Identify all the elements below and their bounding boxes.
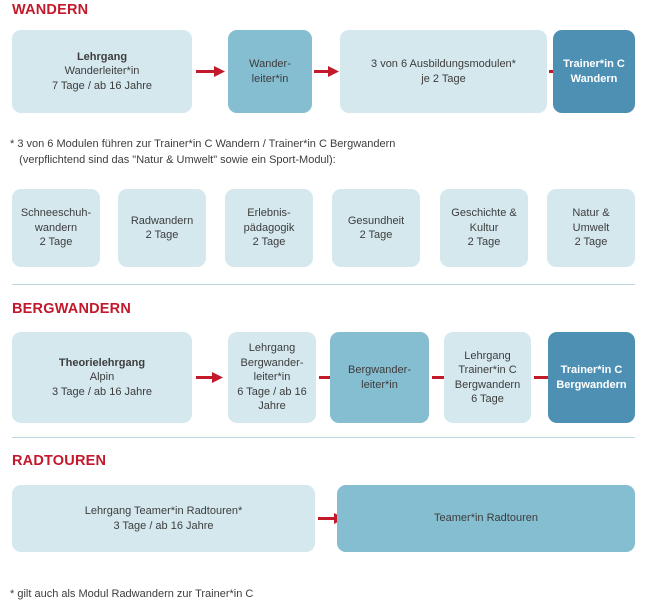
module-box-schneeschuhwandern[interactable]: Schneeschuh- wandern 2 Tage xyxy=(12,189,100,267)
bergwandern-step-1-box[interactable]: Theorielehrgang Alpin 3 Tage / ab 16 Jah… xyxy=(12,332,192,423)
bergwandern-step-5-line1: Trainer*in C xyxy=(560,364,623,376)
wandern-step-4-line1: Trainer*in C xyxy=(563,58,625,70)
arrow-bergwandern-1 xyxy=(196,371,224,383)
bergwandern-step-3-line2: leiter*in xyxy=(361,378,398,391)
wandern-step-1-box[interactable]: Lehrgang Wanderleiter*in 7 Tage / ab 16 … xyxy=(12,30,192,113)
module-6-line1: Natur & xyxy=(572,207,610,220)
module-3-line2: pädagogik xyxy=(243,221,295,234)
bergwandern-step-5-box[interactable]: Trainer*in C Bergwandern xyxy=(548,332,635,423)
radtouren-step-2-box[interactable]: Teamer*in Radtouren xyxy=(337,485,635,552)
arrow-wandern-2 xyxy=(314,65,340,77)
radtouren-step-1-line1: Lehrgang Teamer*in Radtouren* xyxy=(84,505,243,517)
radtouren-step-1-box[interactable]: Lehrgang Teamer*in Radtouren* 3 Tage / a… xyxy=(12,485,315,552)
module-box-erlebnispaedagogik[interactable]: Erlebnis- pädagogik 2 Tage xyxy=(225,189,313,267)
arrow-wandern-1 xyxy=(196,65,226,77)
module-4-line3: 2 Tage xyxy=(359,229,393,241)
bergwandern-step-3-line1: Bergwander- xyxy=(348,364,411,376)
bergwandern-step-4-line1: Lehrgang xyxy=(464,349,511,362)
divider-2 xyxy=(12,437,635,438)
wandern-step-1-line3: 7 Tage / ab 16 Jahre xyxy=(51,79,153,92)
bergwandern-step-4-line2: Trainer*in C xyxy=(458,364,517,376)
bergwandern-step-1-line1: Theorielehrgang xyxy=(58,356,146,369)
wandern-step-1-line1: Lehrgang xyxy=(76,50,128,63)
wandern-step-3-line1: 3 von 6 Ausbildungsmodulen* xyxy=(371,58,516,70)
bergwandern-step-2-line4: 6 Tage / ab 16 Jahre xyxy=(237,385,307,413)
wandern-footnote-line1: * 3 von 6 Modulen führen zur Trainer*in … xyxy=(10,138,396,150)
bergwandern-step-5-line2: Bergwandern xyxy=(556,378,627,391)
section-title-bergwandern: BERGWANDERN xyxy=(12,301,132,317)
wandern-step-2-box[interactable]: Wander- leiter*in xyxy=(228,30,312,113)
module-5-line1: Geschichte & xyxy=(451,207,517,220)
section-title-radtouren: RADTOUREN xyxy=(12,453,107,469)
bergwandern-step-1-line2: Alpin xyxy=(89,371,115,384)
bergwandern-step-2-box[interactable]: Lehrgang Bergwander- leiter*in 6 Tage / … xyxy=(228,332,316,423)
module-3-line3: 2 Tage xyxy=(252,236,286,249)
bergwandern-step-2-line1: Lehrgang xyxy=(248,342,296,355)
wandern-step-3-box[interactable]: 3 von 6 Ausbildungsmodulen* je 2 Tage xyxy=(340,30,547,113)
divider-1 xyxy=(12,284,635,285)
radtouren-step-2-line1: Teamer*in Radtouren xyxy=(434,512,538,525)
module-2-line2: Radwandern xyxy=(130,214,194,227)
bergwandern-step-1-line3: 3 Tage / ab 16 Jahre xyxy=(51,385,153,398)
module-3-line1: Erlebnis- xyxy=(247,207,291,220)
bergwandern-step-4-line4: 6 Tage xyxy=(471,393,504,405)
module-box-geschichte-kultur[interactable]: Geschichte & Kultur 2 Tage xyxy=(440,189,528,267)
module-6-line3: 2 Tage xyxy=(574,236,608,249)
wandern-step-2-line1: Wander- xyxy=(249,58,291,70)
module-5-line3: 2 Tage xyxy=(467,236,501,249)
module-1-line1: Schneeschuh- xyxy=(20,207,92,220)
module-box-radwandern[interactable]: Radwandern 2 Tage xyxy=(118,189,206,267)
module-1-line3: 2 Tage xyxy=(39,236,73,249)
module-2-line3: 2 Tage xyxy=(145,229,179,241)
wandern-step-3-line2: je 2 Tage xyxy=(421,72,466,85)
bergwandern-step-4-line3: Bergwandern xyxy=(454,378,521,391)
wandern-step-4-box[interactable]: Trainer*in C Wandern xyxy=(553,30,635,113)
bergwandern-step-2-line2: Bergwander- xyxy=(240,356,304,369)
module-5-line2: Kultur xyxy=(469,221,499,234)
module-box-gesundheit[interactable]: Gesundheit 2 Tage xyxy=(332,189,420,267)
wandern-footnote-line2: (verpflichtend sind das "Natur & Umwelt"… xyxy=(10,154,336,166)
module-box-natur-umwelt[interactable]: Natur & Umwelt 2 Tage xyxy=(547,189,635,267)
module-4-line2: Gesundheit xyxy=(347,214,405,227)
radtouren-step-1-line2: 3 Tage / ab 16 Jahre xyxy=(113,519,214,532)
bergwandern-step-4-box[interactable]: Lehrgang Trainer*in C Bergwandern 6 Tage xyxy=(444,332,531,423)
module-1-line2: wandern xyxy=(34,221,78,234)
section-title-wandern: WANDERN xyxy=(12,2,89,18)
radtouren-footnote: * gilt auch als Modul Radwandern zur Tra… xyxy=(10,588,254,600)
wandern-step-2-line2: leiter*in xyxy=(251,72,289,85)
module-6-line2: Umwelt xyxy=(572,221,610,234)
bergwandern-step-3-box[interactable]: Bergwander- leiter*in xyxy=(330,332,429,423)
wandern-step-1-line2: Wanderleiter*in xyxy=(64,65,140,78)
wandern-step-4-line2: Wandern xyxy=(570,72,618,85)
bergwandern-step-2-line3: leiter*in xyxy=(253,371,291,384)
